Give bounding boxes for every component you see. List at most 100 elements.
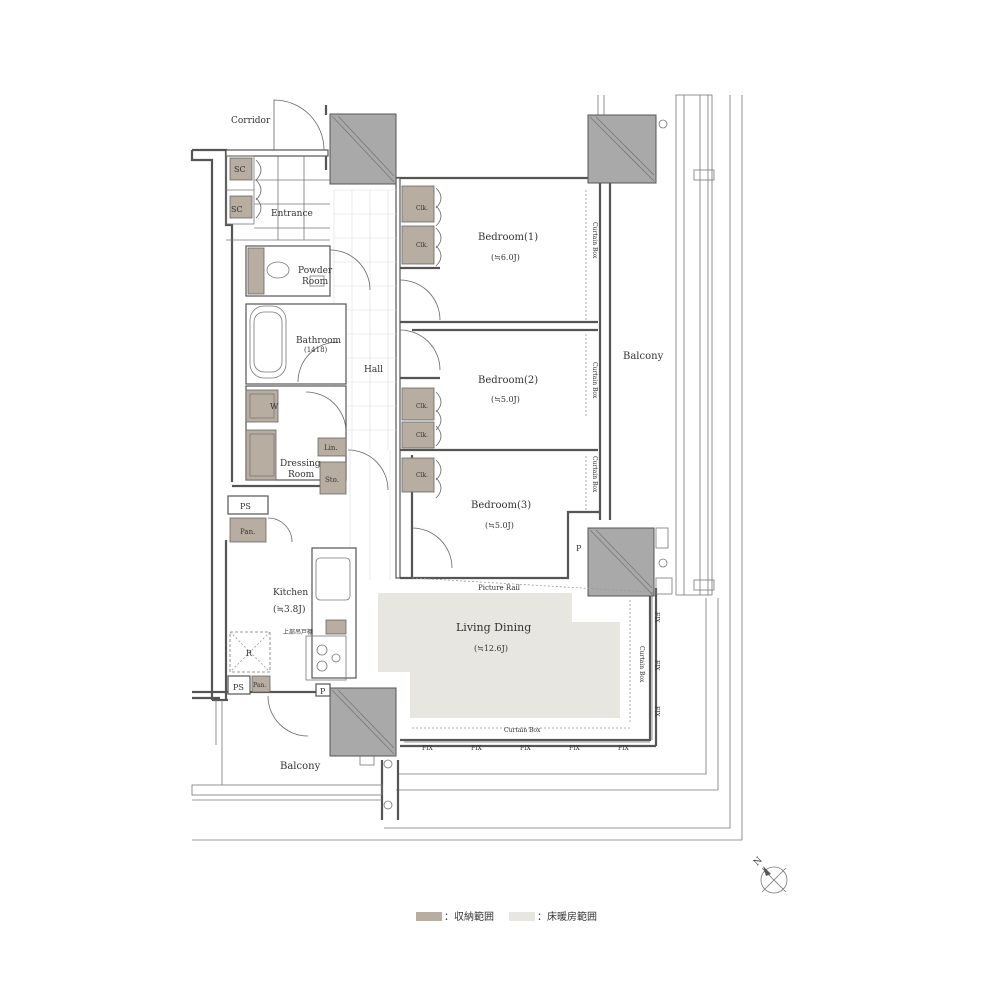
dressing-area	[245, 385, 389, 495]
legend-storage-text: ：収納範囲	[444, 910, 494, 923]
label-lin: Lin.	[324, 444, 338, 452]
label-r: R	[246, 649, 253, 658]
toilet-icon	[266, 261, 290, 279]
utility-upper	[227, 495, 293, 543]
column-mid-right	[587, 527, 673, 597]
label-living-size: (≒12.6J)	[474, 644, 508, 653]
label-w: W	[270, 402, 279, 411]
floor-heating-living	[378, 593, 620, 718]
label-upper-cabinet: 上部吊戸棚	[283, 628, 313, 636]
legend-heating-text: ：床暖房範囲	[537, 910, 597, 923]
label-fix-right-1: FIX	[653, 612, 660, 624]
compass-north-label: N	[752, 855, 765, 868]
shoe-cabinet-1	[229, 157, 253, 181]
label-dressing-1: Dressing	[280, 459, 321, 469]
front-door-swing	[273, 99, 325, 151]
label-curtain-box-5: Curtain Box	[504, 727, 541, 734]
stove-burner-icon	[316, 644, 328, 656]
label-powder-2: Room	[302, 277, 329, 287]
washer-space	[245, 389, 279, 423]
pantry-1	[229, 517, 267, 543]
pantry-2	[251, 675, 271, 693]
label-picture-rail: Picture Rail	[478, 584, 521, 592]
closet-3	[401, 387, 435, 421]
bedroom-doors	[399, 279, 453, 569]
label-clk-1: Clk.	[416, 205, 428, 212]
label-entrance: Entrance	[271, 209, 313, 219]
label-living-dining: Living Dining	[456, 621, 531, 634]
label-fix-bottom-3: FIX	[520, 745, 532, 752]
column-bottom	[329, 687, 397, 810]
site-outline	[191, 95, 743, 841]
balcony-right-rail	[597, 94, 715, 596]
label-corridor: Corridor	[231, 116, 271, 126]
linen-closet	[317, 437, 347, 457]
label-bathroom-size: (1418)	[304, 346, 328, 354]
labels: Corridor SC SC Entrance Powder Room Bath…	[231, 116, 765, 923]
balcony-left	[191, 700, 383, 801]
label-kitchen: Kitchen	[273, 588, 308, 598]
closet-2	[401, 225, 435, 265]
label-sc-2: SC	[231, 205, 243, 214]
label-sc-1: SC	[234, 165, 246, 174]
label-bedroom-3: Bedroom(3)	[471, 500, 531, 511]
label-bedroom-1-size: (≒6.0J)	[491, 253, 520, 262]
label-fix-bottom-1: FIX	[422, 745, 434, 752]
label-fix-right-3: FIX	[653, 706, 660, 718]
label-p-2: P	[576, 544, 582, 553]
label-hall: Hall	[364, 365, 383, 375]
storage-closet	[319, 461, 347, 495]
label-curtain-box-1: Curtain Box	[591, 222, 598, 259]
columns	[329, 113, 673, 810]
label-bedroom-3-size: (≒5.0J)	[485, 521, 514, 530]
label-powder-1: Powder	[298, 266, 333, 276]
label-ps-1: PS	[240, 502, 251, 511]
label-kitchen-size: (≒3.8J)	[273, 604, 305, 615]
sink-icon	[315, 557, 351, 601]
entrance-area	[225, 99, 330, 241]
window-marks	[404, 592, 653, 743]
label-bedroom-2-size: (≒5.0J)	[491, 395, 520, 404]
label-pan-2: Pan.	[253, 682, 266, 689]
kitchen-area	[227, 547, 357, 737]
label-balcony-bottom: Balcony	[280, 761, 321, 772]
label-clk-2: Clk.	[416, 242, 428, 249]
refrigerator-space	[229, 631, 271, 673]
compass-north-arrow-icon	[763, 866, 771, 876]
curtain-lines	[411, 190, 651, 729]
hall-floor-grid	[333, 189, 396, 580]
powder-room-area	[245, 245, 371, 297]
closet-5	[401, 457, 435, 493]
closet-4	[401, 421, 435, 449]
label-pan-1: Pan.	[240, 528, 255, 536]
label-clk-4: Clk.	[416, 432, 428, 439]
label-sto: Sto.	[325, 476, 339, 484]
label-dressing-2: Room	[288, 470, 315, 480]
label-curtain-box-4: Curtain Box	[638, 646, 645, 683]
legend-heating-swatch	[509, 912, 535, 921]
bathroom-area	[245, 303, 347, 385]
label-balcony-right: Balcony	[623, 351, 664, 362]
bedroom-closets	[401, 185, 442, 499]
label-bedroom-1: Bedroom(1)	[478, 232, 538, 243]
floor-heating	[378, 593, 620, 718]
label-clk-5: Clk.	[416, 472, 428, 479]
bathtub-icon	[249, 305, 287, 379]
column-top-right	[587, 114, 668, 184]
label-fix-bottom-2: FIX	[471, 745, 483, 752]
legend-storage-swatch	[416, 912, 442, 921]
shoe-cabinet-2	[229, 195, 253, 219]
label-bedroom-2: Bedroom(2)	[478, 375, 538, 386]
label-curtain-box-2: Curtain Box	[591, 362, 598, 399]
compass	[760, 866, 788, 894]
column-top-left	[329, 113, 397, 185]
label-fix-right-2: FIX	[653, 660, 660, 672]
label-fix-bottom-5: FIX	[618, 745, 630, 752]
closet-1	[401, 185, 435, 223]
label-clk-3: Clk.	[416, 403, 428, 410]
legend	[416, 912, 535, 921]
label-ps-2: PS	[233, 683, 244, 692]
label-bathroom: Bathroom	[296, 336, 342, 346]
label-curtain-box-3: Curtain Box	[591, 456, 598, 493]
